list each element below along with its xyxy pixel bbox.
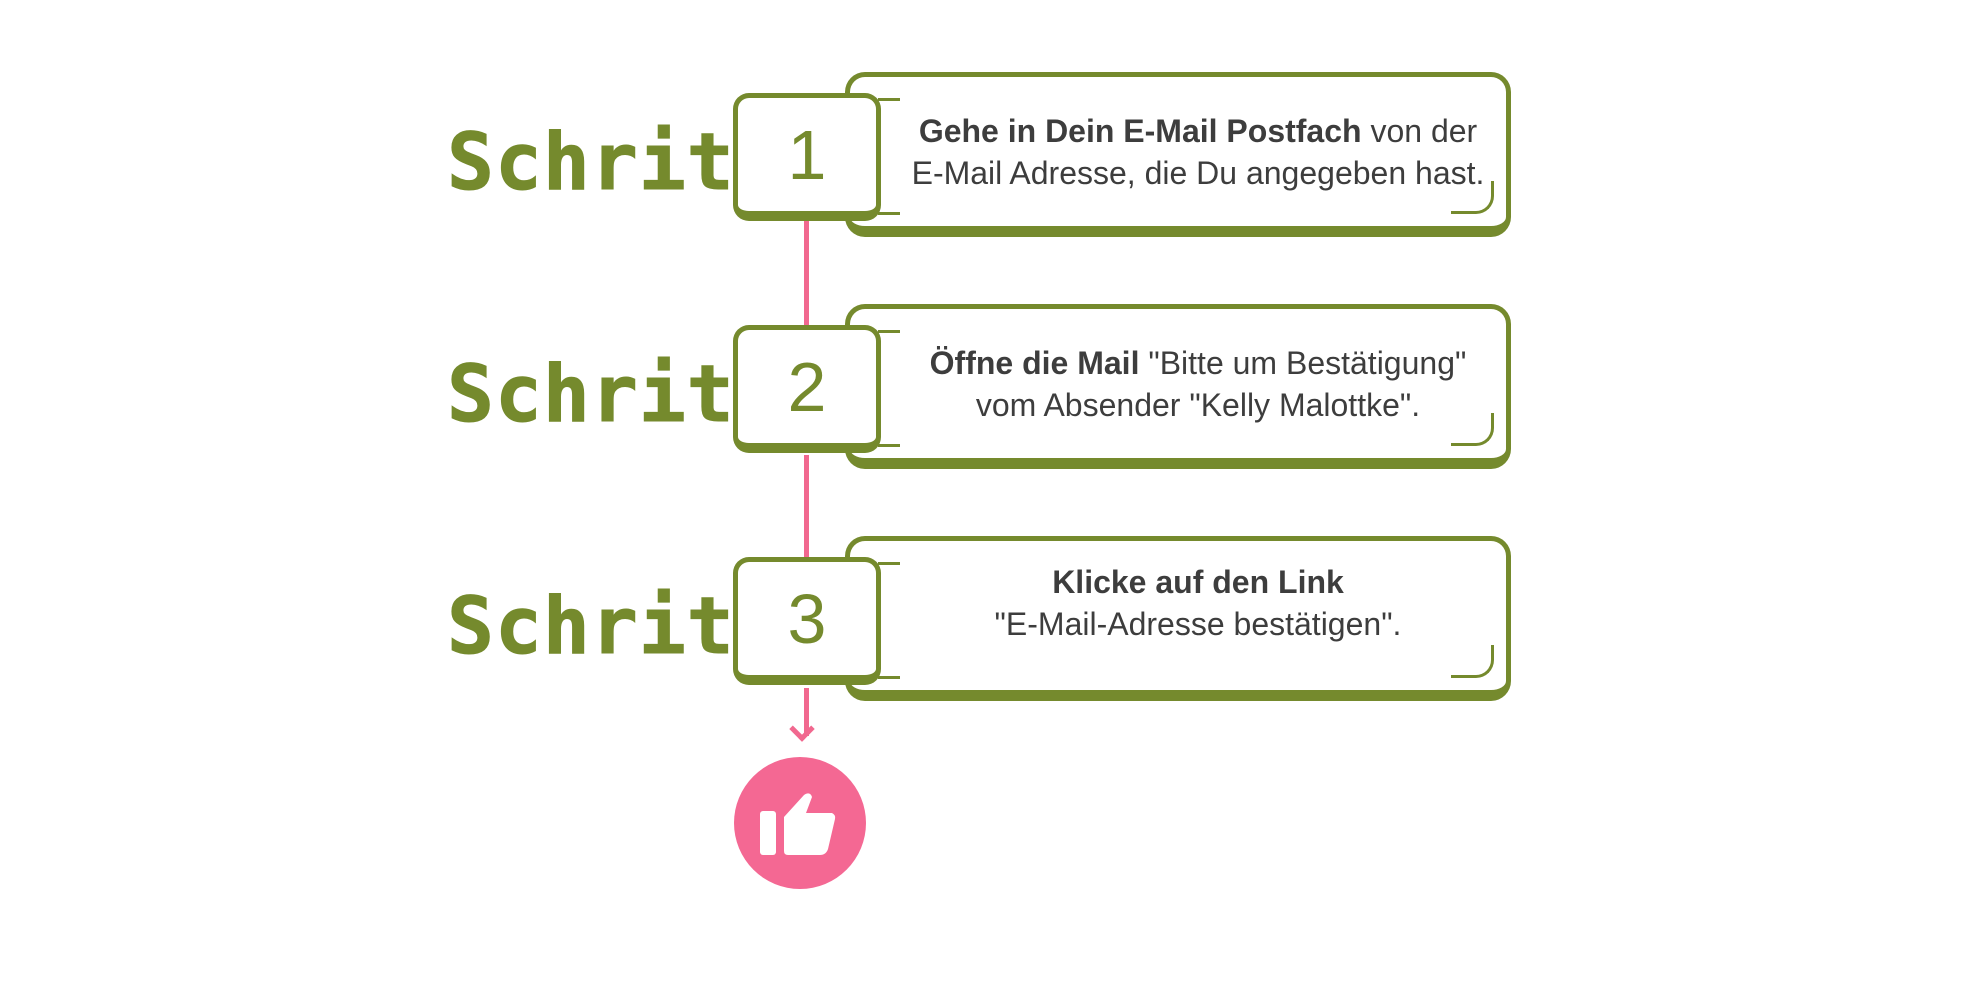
step-description-box: Klicke auf den Link "E-Mail-Adresse best… bbox=[845, 536, 1511, 701]
step-description-bold: Gehe in Dein E-Mail Postfach bbox=[918, 112, 1362, 149]
step-number-badge: 3 bbox=[733, 557, 881, 685]
step-number: 2 bbox=[787, 347, 827, 426]
step-description: Gehe in Dein E-Mail Postfach von der E-M… bbox=[910, 77, 1486, 226]
box-decoration bbox=[878, 444, 900, 447]
thumbs-up-badge bbox=[734, 757, 866, 889]
box-decoration bbox=[878, 330, 900, 333]
arrow-down-icon bbox=[789, 716, 815, 742]
step-number-badge: 1 bbox=[733, 93, 881, 221]
step-description: Klicke auf den Link "E-Mail-Adresse best… bbox=[910, 541, 1486, 690]
box-corner-decoration bbox=[1451, 413, 1494, 446]
step-number-badge: 2 bbox=[733, 325, 881, 453]
box-corner-decoration bbox=[1451, 181, 1494, 214]
step-label: Schritt bbox=[447, 350, 783, 440]
step-description-line: Klicke auf den Link bbox=[1052, 561, 1344, 603]
box-decoration bbox=[878, 676, 900, 679]
step-description: Öffne die Mail "Bitte um Bestätigung" vo… bbox=[910, 309, 1486, 458]
step-description-box: Öffne die Mail "Bitte um Bestätigung" vo… bbox=[845, 304, 1511, 469]
connector-line-2-3 bbox=[804, 455, 809, 558]
box-corner-decoration bbox=[1451, 645, 1494, 678]
step-description-bold: Klicke auf den Link bbox=[1052, 564, 1344, 600]
box-decoration bbox=[878, 98, 900, 101]
step-2: Schritt Öffne die Mail "Bitte um Bestäti… bbox=[0, 304, 1970, 484]
connector-line-3-end bbox=[804, 688, 809, 736]
step-number: 1 bbox=[787, 115, 827, 194]
connector-line-1-2 bbox=[804, 218, 809, 326]
step-label: Schritt bbox=[447, 118, 783, 208]
step-description-rest: von der E-Mail Adresse, die Du angegeben… bbox=[911, 112, 1485, 191]
box-decoration bbox=[878, 212, 900, 215]
step-description-rest: "Bitte um Bestätigung" vom Absender "Kel… bbox=[975, 344, 1467, 423]
step-description-box: Gehe in Dein E-Mail Postfach von der E-M… bbox=[845, 72, 1511, 237]
step-1: Schritt Gehe in Dein E-Mail Postfach von… bbox=[0, 72, 1970, 252]
thumbs-up-icon bbox=[760, 793, 836, 855]
step-3: Schritt Klicke auf den Link "E-Mail-Adre… bbox=[0, 536, 1970, 716]
step-description-rest: "E-Mail-Adresse bestätigen". bbox=[994, 606, 1402, 642]
step-label: Schritt bbox=[447, 582, 783, 672]
box-decoration bbox=[878, 562, 900, 565]
step-number: 3 bbox=[787, 579, 827, 658]
step-description-bold: Öffne die Mail bbox=[929, 344, 1140, 381]
